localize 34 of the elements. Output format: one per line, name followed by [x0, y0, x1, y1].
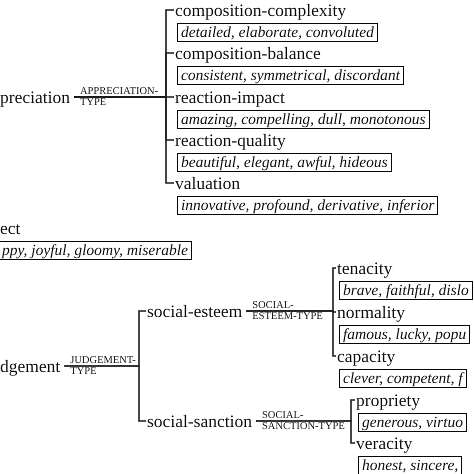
category-label: reaction-impact [175, 87, 285, 107]
edge-label: APPRECIATION- TYPE [80, 86, 160, 108]
tree-connector [246, 310, 336, 357]
tree-connector [74, 96, 174, 184]
category-label: preciation [0, 87, 70, 107]
example-box: generous, virtuo [358, 413, 468, 432]
example-box: consistent, symmetrical, discordant [177, 66, 404, 85]
category-label: veracity [356, 433, 412, 453]
example-box: famous, lucky, popu [339, 325, 470, 344]
category-label: ect [0, 218, 20, 238]
edge-label: SOCIAL- SANCTION-TYPE [262, 410, 346, 432]
category-label: valuation [175, 173, 240, 193]
category-label: social-esteem [147, 301, 242, 321]
category-label: composition-balance [175, 43, 321, 63]
category-label: normality [337, 302, 406, 322]
edge-label: JUDGEMENT- TYPE [70, 355, 137, 377]
category-label: social-sanction [147, 411, 252, 431]
category-label: dgement [0, 356, 60, 376]
example-box: detailed, elaborate, convoluted [177, 23, 378, 42]
category-label: composition-complexity [175, 0, 346, 20]
example-box: beautiful, elegant, awful, hideous [177, 153, 392, 172]
edge-label: SOCIAL- ESTEEM-TYPE [252, 300, 324, 322]
example-box: clever, competent, f [339, 369, 467, 388]
category-label: capacity [337, 346, 396, 366]
tree-connector [64, 365, 146, 422]
example-box: amazing, compelling, dull, monotonous [177, 110, 430, 129]
category-label: propriety [356, 390, 420, 410]
example-box: brave, faithful, dislo [339, 281, 473, 300]
example-box: innovative, profound, derivative, inferior [177, 196, 438, 215]
category-label: reaction-quality [175, 130, 286, 150]
category-label: tenacity [337, 258, 392, 278]
example-box: honest, sincere, [358, 456, 462, 474]
example-box: ppy, joyful, gloomy, miserable [0, 241, 192, 260]
tree-connector [256, 420, 355, 444]
